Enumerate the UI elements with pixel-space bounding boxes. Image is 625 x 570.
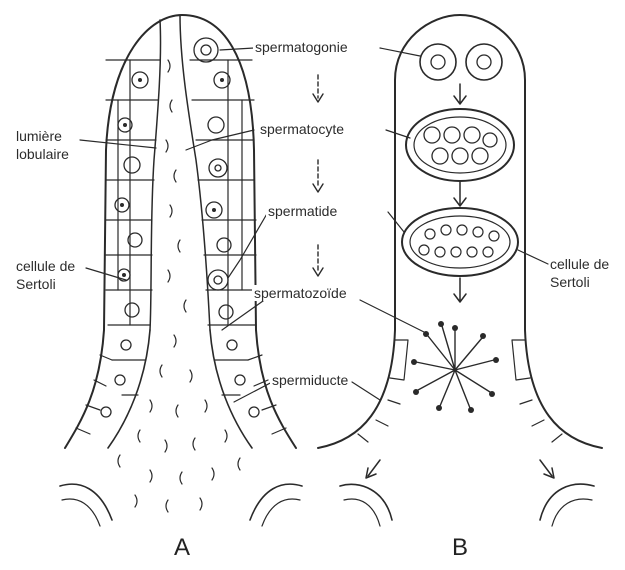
label-lumiere-lobulaire-line1: lumière (14, 128, 64, 144)
lobule-a-inner-wall (108, 330, 150, 448)
label-lumiere-lobulaire-line2: lobulaire (14, 146, 71, 162)
label-spermatozoide: spermatozoïde (252, 285, 349, 301)
label-spermiducte: spermiducte (270, 372, 350, 388)
label-sertoli-a-line1: cellule de (14, 258, 77, 274)
label-sertoli-b-line1: cellule de (548, 256, 611, 272)
label-sertoli-a-line2: Sertoli (14, 276, 58, 292)
panel-label-b: B (452, 534, 468, 562)
leader-lines (80, 48, 548, 402)
panel-label-a: A (174, 534, 190, 562)
lobule-a-base-tube-left (60, 484, 112, 520)
label-spermatogonie: spermatogonie (253, 39, 350, 55)
lobule-a-lumen (150, 20, 161, 330)
lobule-a-base-tube-right (250, 484, 302, 520)
label-spermatocyte: spermatocyte (258, 121, 346, 137)
label-spermatide: spermatide (266, 203, 339, 219)
label-sertoli-b-line2: Sertoli (548, 274, 592, 290)
